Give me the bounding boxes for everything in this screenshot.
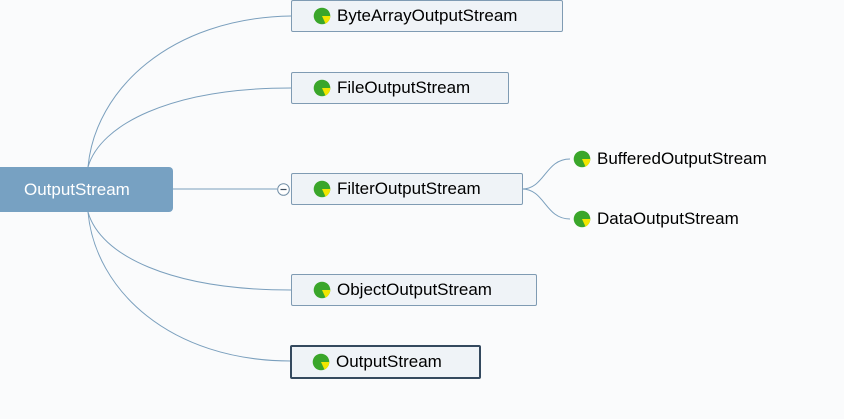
- collapse-minus-icon[interactable]: [277, 183, 290, 196]
- subtopic-label: DataOutputStream: [597, 209, 739, 228]
- green-class-icon: [313, 180, 331, 198]
- topic-filteroutputstream[interactable]: FilterOutputStream: [291, 173, 523, 205]
- connector-buffered: [521, 158, 571, 190]
- green-class-icon: [573, 210, 591, 228]
- connector-file: [87, 87, 292, 168]
- topic-label: FilterOutputStream: [337, 179, 481, 198]
- green-class-icon: [573, 150, 591, 168]
- green-class-icon: [313, 79, 331, 97]
- connector-outputstream: [87, 211, 292, 362]
- topic-outputstream-selected[interactable]: OutputStream: [290, 345, 481, 379]
- connector-bytearray: [87, 15, 292, 168]
- green-class-icon: [312, 353, 330, 371]
- green-class-icon: [313, 7, 331, 25]
- topic-fileoutputstream[interactable]: FileOutputStream: [291, 72, 509, 104]
- green-class-icon: [313, 281, 331, 299]
- connector-object: [87, 211, 292, 291]
- topic-label: OutputStream: [336, 352, 442, 371]
- topic-label: FileOutputStream: [337, 78, 471, 97]
- subtopic-bufferedoutputstream[interactable]: BufferedOutputStream: [573, 147, 767, 171]
- topic-objectoutputstream[interactable]: ObjectOutputStream: [291, 274, 537, 306]
- topic-bytearrayoutputstream[interactable]: ByteArrayOutputStream: [291, 0, 563, 32]
- connector-data: [521, 188, 571, 220]
- subtopic-label: BufferedOutputStream: [597, 149, 767, 168]
- topic-label: ObjectOutputStream: [337, 280, 492, 299]
- root-topic[interactable]: OutputStream: [0, 167, 173, 212]
- root-topic-label: OutputStream: [24, 180, 130, 199]
- topic-label: ByteArrayOutputStream: [337, 6, 518, 25]
- subtopic-dataoutputstream[interactable]: DataOutputStream: [573, 207, 739, 231]
